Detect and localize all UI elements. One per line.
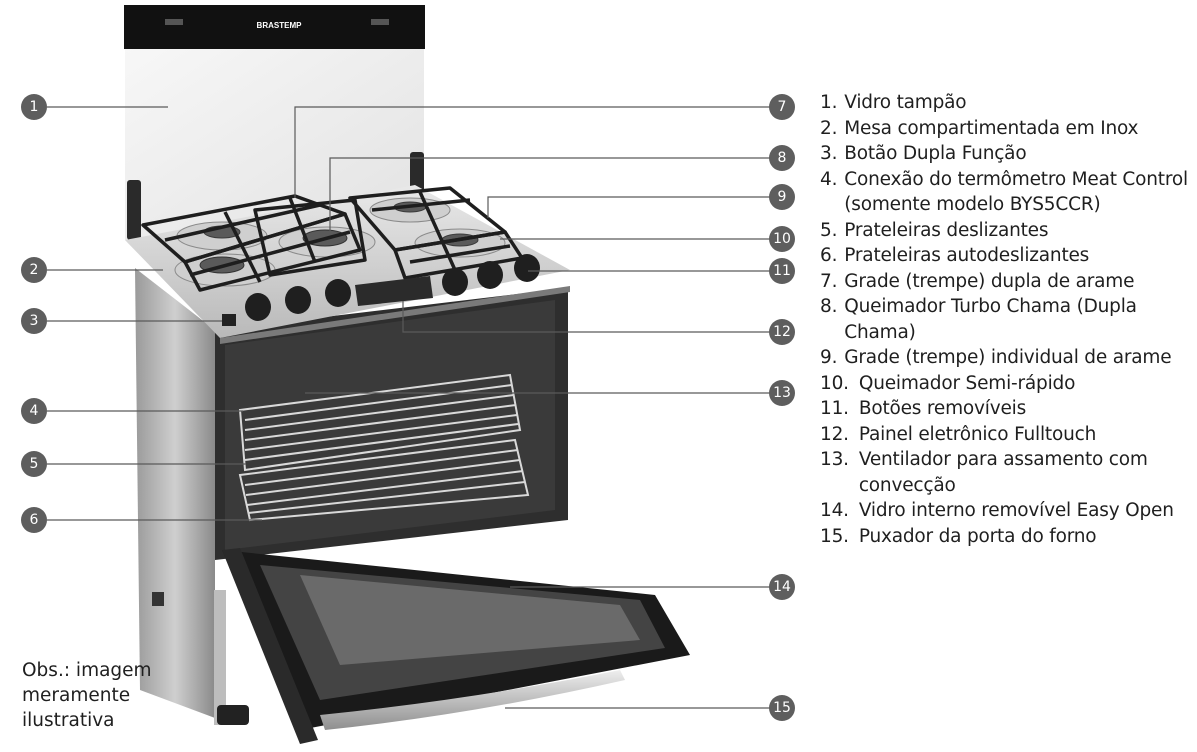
dual-function-button [222, 314, 236, 326]
legend-item: 2. Mesa compartimentada em Inox [820, 116, 1195, 142]
foot [217, 705, 249, 725]
legend-label: Painel eletrônico Fulltouch [858, 423, 1097, 445]
legend-number: 3. [820, 143, 838, 164]
glass-lid: BRASTEMP [124, 5, 425, 240]
callout-5: 5 [21, 451, 47, 477]
legend-number: 14. [820, 500, 849, 521]
touch-panel [355, 276, 433, 306]
callout-15: 15 [769, 695, 795, 721]
legend-item: 9. Grade (trempe) individual de arame [820, 345, 1195, 371]
legend-label: Mesa compartimentada em Inox [844, 117, 1139, 139]
legend-number: 12. [820, 423, 849, 445]
legend-item: 3. Botão Dupla Função [820, 141, 1195, 167]
legend-label: Conexão do termômetro Meat Control (some… [844, 168, 1188, 216]
legend-label: Botão Dupla Função [844, 143, 1027, 164]
legend-number: 13. [820, 449, 849, 470]
callout-1: 1 [21, 94, 47, 120]
callout-14: 14 [769, 574, 795, 600]
parts-legend: 1. Vidro tampão 2. Mesa compartimentada em… [820, 90, 1195, 549]
legend-label: Ventilador para assamento com convecção [858, 449, 1148, 496]
callout-12: 12 [769, 319, 795, 345]
legend-label: Queimador Semi-rápido [858, 372, 1076, 394]
callout-13: 13 [769, 380, 795, 406]
legend-number: 7. [820, 270, 838, 292]
legend-number: 9. [820, 347, 838, 368]
callout-8: 8 [769, 145, 795, 171]
legend-item: 1. Vidro tampão [820, 90, 1195, 116]
legend-item: 11. Botões removíveis [820, 396, 1195, 422]
legend-label: Prateleiras autodeslizantes [844, 245, 1090, 266]
legend-number: 1. [820, 92, 838, 113]
oven-racks [238, 373, 530, 522]
legend-label: Grade (trempe) individual de arame [844, 347, 1172, 368]
illustrative-note: Obs.: imagem meramente ilustrativa [22, 660, 152, 731]
legend-item: 5. Prateleiras deslizantes [820, 218, 1195, 244]
legend-item: 10. Queimador Semi-rápido [820, 371, 1195, 397]
legend-number: 15. [820, 525, 849, 547]
legend-item: 7. Grade (trempe) dupla de arame [820, 269, 1195, 295]
legend-item: 13. Ventilador para assamento com convecç… [820, 447, 1195, 498]
callout-3: 3 [21, 308, 47, 334]
legend-number: 10. [820, 372, 849, 394]
callout-11: 11 [769, 258, 795, 284]
legend-label: Vidro interno removível Easy Open [858, 500, 1174, 521]
legend-label: Grade (trempe) dupla de arame [844, 270, 1135, 292]
legend-label: Vidro tampão [844, 92, 967, 113]
legend-item: 6. Prateleiras autodeslizantes [820, 243, 1195, 269]
callout-4: 4 [21, 398, 47, 424]
legend-number: 11. [820, 398, 849, 419]
legend-number: 2. [820, 117, 838, 139]
legend-label: Puxador da porta do forno [858, 525, 1097, 547]
legend-item: 12. Painel eletrônico Fulltouch [820, 422, 1195, 448]
brand-logo: BRASTEMP [257, 21, 303, 30]
callout-9: 9 [769, 184, 795, 210]
left-hinge [127, 180, 141, 240]
callout-2: 2 [21, 257, 47, 283]
legend-number: 5. [820, 219, 838, 241]
legend-item: 14. Vidro interno removível Easy Open [820, 498, 1195, 524]
leader-lines [47, 106, 770, 709]
legend-label: Queimador Turbo Chama (Dupla Chama) [844, 296, 1137, 343]
knobs [245, 254, 540, 321]
legend-item: 8. Queimador Turbo Chama (Dupla Chama) [820, 294, 1195, 345]
door-handle [320, 670, 625, 730]
legend-label: Prateleiras deslizantes [844, 219, 1049, 241]
callout-6: 6 [21, 507, 47, 533]
callout-7: 7 [769, 94, 795, 120]
legend-item: 15. Puxador da porta do forno [820, 524, 1195, 550]
legend-item: 4. Conexão do termômetro Meat Control (so… [820, 167, 1195, 218]
legend-number: 8. [820, 296, 838, 317]
legend-number: 4. [820, 168, 838, 190]
legend-label: Botões removíveis [858, 398, 1027, 419]
legend-number: 6. [820, 245, 838, 266]
cabinet-side [135, 268, 215, 718]
callout-10: 10 [769, 226, 795, 252]
oven-door [222, 548, 690, 744]
